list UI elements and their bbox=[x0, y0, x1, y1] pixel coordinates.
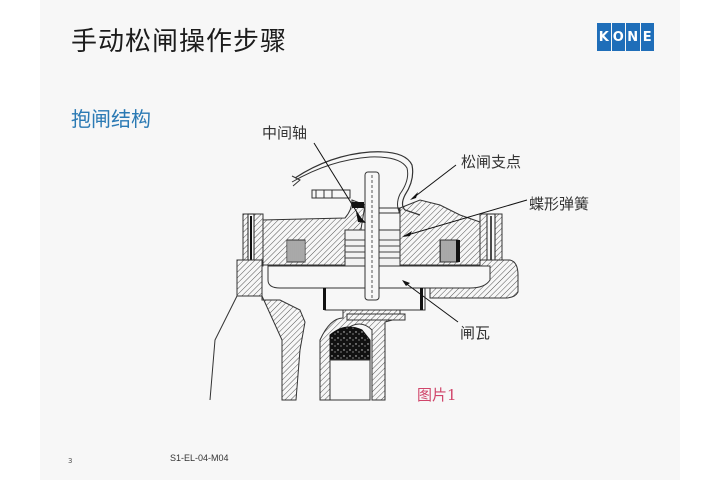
page-number: 3 bbox=[68, 457, 73, 465]
release-lever bbox=[291, 151, 421, 216]
housing bbox=[209, 199, 519, 401]
logo-letter: E bbox=[640, 23, 654, 51]
slide-title: 手动松闸操作步骤 bbox=[71, 27, 288, 57]
callout-disc-spring: 蝶形弹簧 bbox=[529, 195, 590, 213]
logo-letter: O bbox=[611, 23, 625, 51]
kone-logo: K O N E bbox=[597, 23, 654, 51]
document-code: S1-EL-04-M04 bbox=[170, 453, 229, 463]
logo-letter: N bbox=[626, 23, 640, 51]
callout-release-pivot: 松闸支点 bbox=[461, 153, 522, 171]
leader-lines bbox=[313, 142, 528, 323]
callout-brake-shoe: 闸瓦 bbox=[460, 324, 491, 342]
logo-letter: K bbox=[597, 23, 611, 51]
figure-caption: 图片1 bbox=[417, 386, 457, 404]
callout-center-shaft: 中间轴 bbox=[262, 124, 308, 142]
section-heading: 抱闸结构 bbox=[71, 107, 151, 131]
